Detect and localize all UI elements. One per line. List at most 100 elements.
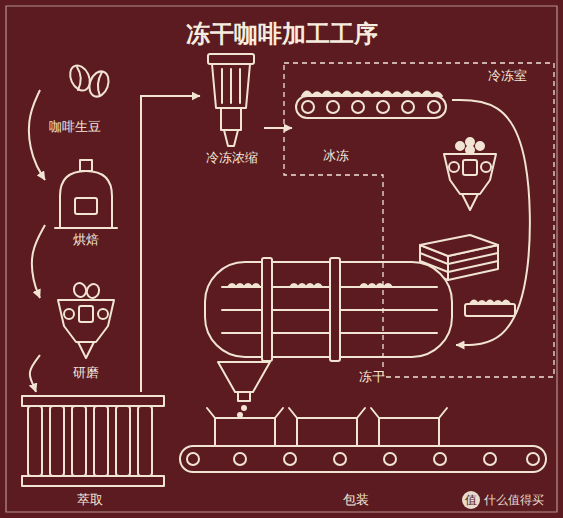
concentrator-icon bbox=[212, 64, 250, 108]
packing-conveyor bbox=[284, 453, 296, 465]
granule-tray bbox=[465, 301, 515, 317]
freezing-conveyor bbox=[428, 101, 440, 113]
concentrator-icon bbox=[208, 54, 254, 64]
freezing-conveyor bbox=[296, 96, 446, 118]
grinder-icon bbox=[58, 281, 114, 358]
roaster-icon bbox=[75, 198, 97, 214]
frame bbox=[6, 6, 557, 512]
funnel-icon bbox=[242, 406, 246, 410]
freeze-dryer-cylinder bbox=[262, 258, 272, 361]
freezing-conveyor bbox=[402, 101, 414, 113]
packing-boxes bbox=[297, 418, 357, 446]
frame bbox=[6, 6, 557, 512]
step-label: 包装 bbox=[343, 492, 369, 508]
step-label: 冻干 bbox=[359, 369, 385, 385]
granule-tray bbox=[465, 304, 515, 316]
packing-conveyor bbox=[434, 453, 446, 465]
roaster-icon bbox=[80, 160, 92, 171]
concentrator-icon bbox=[224, 130, 238, 146]
roaster-icon bbox=[55, 160, 117, 228]
chamber-region: 冷冻室冰冻 bbox=[283, 62, 555, 378]
packing-boxes bbox=[215, 418, 275, 446]
flow-arrow bbox=[30, 355, 40, 392]
extraction-tanks bbox=[22, 396, 164, 406]
grinder-icon bbox=[72, 281, 88, 298]
freeze-dryer-cylinder bbox=[205, 262, 452, 357]
packing-boxes bbox=[371, 408, 447, 418]
process-step: 冰冻 bbox=[292, 80, 452, 168]
flow-arrow bbox=[264, 127, 292, 129]
freezing-conveyor bbox=[302, 101, 314, 113]
extraction-tanks bbox=[94, 406, 108, 476]
concentrator-icon bbox=[208, 54, 254, 146]
chamber-outline bbox=[283, 62, 555, 378]
grinder-icon bbox=[78, 342, 94, 358]
extraction-tanks bbox=[116, 406, 130, 476]
extraction-tanks bbox=[138, 406, 152, 476]
chamber-grinder-icon bbox=[466, 146, 474, 154]
packing-conveyor bbox=[180, 446, 546, 472]
flow-arrow bbox=[141, 96, 200, 392]
coffee-bean-icon bbox=[66, 62, 112, 99]
grinder-icon bbox=[64, 309, 74, 319]
watermark-logo: 值 bbox=[462, 491, 480, 509]
chamber-grinder-icon bbox=[463, 160, 477, 175]
chamber-grinder-icon bbox=[449, 162, 459, 172]
freezing-conveyor bbox=[352, 101, 364, 113]
funnel-icon bbox=[238, 413, 242, 417]
process-step: 萃取 bbox=[18, 392, 170, 512]
concentrator-icon bbox=[239, 69, 241, 103]
flow-arrow bbox=[452, 100, 530, 345]
step-label: 咖啡生豆 bbox=[49, 119, 101, 135]
packing-conveyor bbox=[484, 453, 496, 465]
step-label: 烘焙 bbox=[73, 232, 99, 248]
extraction-tanks bbox=[72, 406, 86, 476]
roaster-icon bbox=[60, 171, 112, 228]
chamber-grinder-icon bbox=[462, 194, 478, 210]
process-step: 咖啡生豆 bbox=[40, 58, 140, 138]
extraction-tanks bbox=[22, 476, 164, 486]
packing-conveyor bbox=[187, 453, 199, 465]
step-label: 萃取 bbox=[77, 492, 103, 508]
packing-conveyor bbox=[384, 453, 396, 465]
extraction-tanks bbox=[22, 396, 164, 486]
chamber-grinder-icon bbox=[444, 154, 496, 194]
concentrator-icon bbox=[230, 69, 232, 103]
chamber-grinder-icon bbox=[476, 142, 484, 150]
chamber-outline bbox=[284, 63, 554, 377]
funnel-icon bbox=[218, 362, 270, 392]
extraction-tanks bbox=[50, 406, 64, 476]
step-label: 冷冻浓缩 bbox=[206, 150, 258, 166]
frozen-blocks bbox=[420, 235, 498, 256]
freeze-dryer-cylinder bbox=[228, 284, 392, 287]
grinder-icon bbox=[79, 306, 93, 322]
coffee-bean-icon bbox=[98, 72, 102, 96]
packing-conveyor bbox=[527, 453, 539, 465]
packing-boxes bbox=[289, 408, 365, 418]
process-step: 冻干 bbox=[198, 258, 456, 390]
freeze-dryer-cylinder bbox=[330, 258, 340, 361]
grinder-icon bbox=[58, 300, 114, 342]
process-step: 烘焙 bbox=[45, 155, 130, 251]
chamber-grinder-icon bbox=[466, 138, 474, 146]
freezing-conveyor bbox=[296, 92, 446, 119]
packing-boxes bbox=[379, 418, 439, 446]
concentrator-icon bbox=[221, 108, 241, 130]
freeze-dryer-cylinder bbox=[205, 258, 452, 361]
step-label: 研磨 bbox=[73, 365, 99, 381]
step-label: 冰冻 bbox=[323, 148, 349, 164]
packing-boxes bbox=[207, 408, 447, 446]
process-step: 研磨 bbox=[40, 280, 125, 384]
grinder-icon bbox=[85, 282, 101, 299]
watermark-text: 什么值得买 bbox=[484, 493, 544, 508]
packing-conveyor bbox=[234, 453, 246, 465]
funnel-icon bbox=[218, 362, 270, 422]
grinder-icon bbox=[98, 309, 108, 319]
coffee-bean-icon bbox=[86, 69, 112, 100]
chamber-grinder-icon bbox=[444, 138, 496, 210]
flow-arrow bbox=[32, 225, 45, 298]
coffee-bean-icon bbox=[77, 67, 81, 90]
flow-arrow bbox=[29, 90, 45, 180]
